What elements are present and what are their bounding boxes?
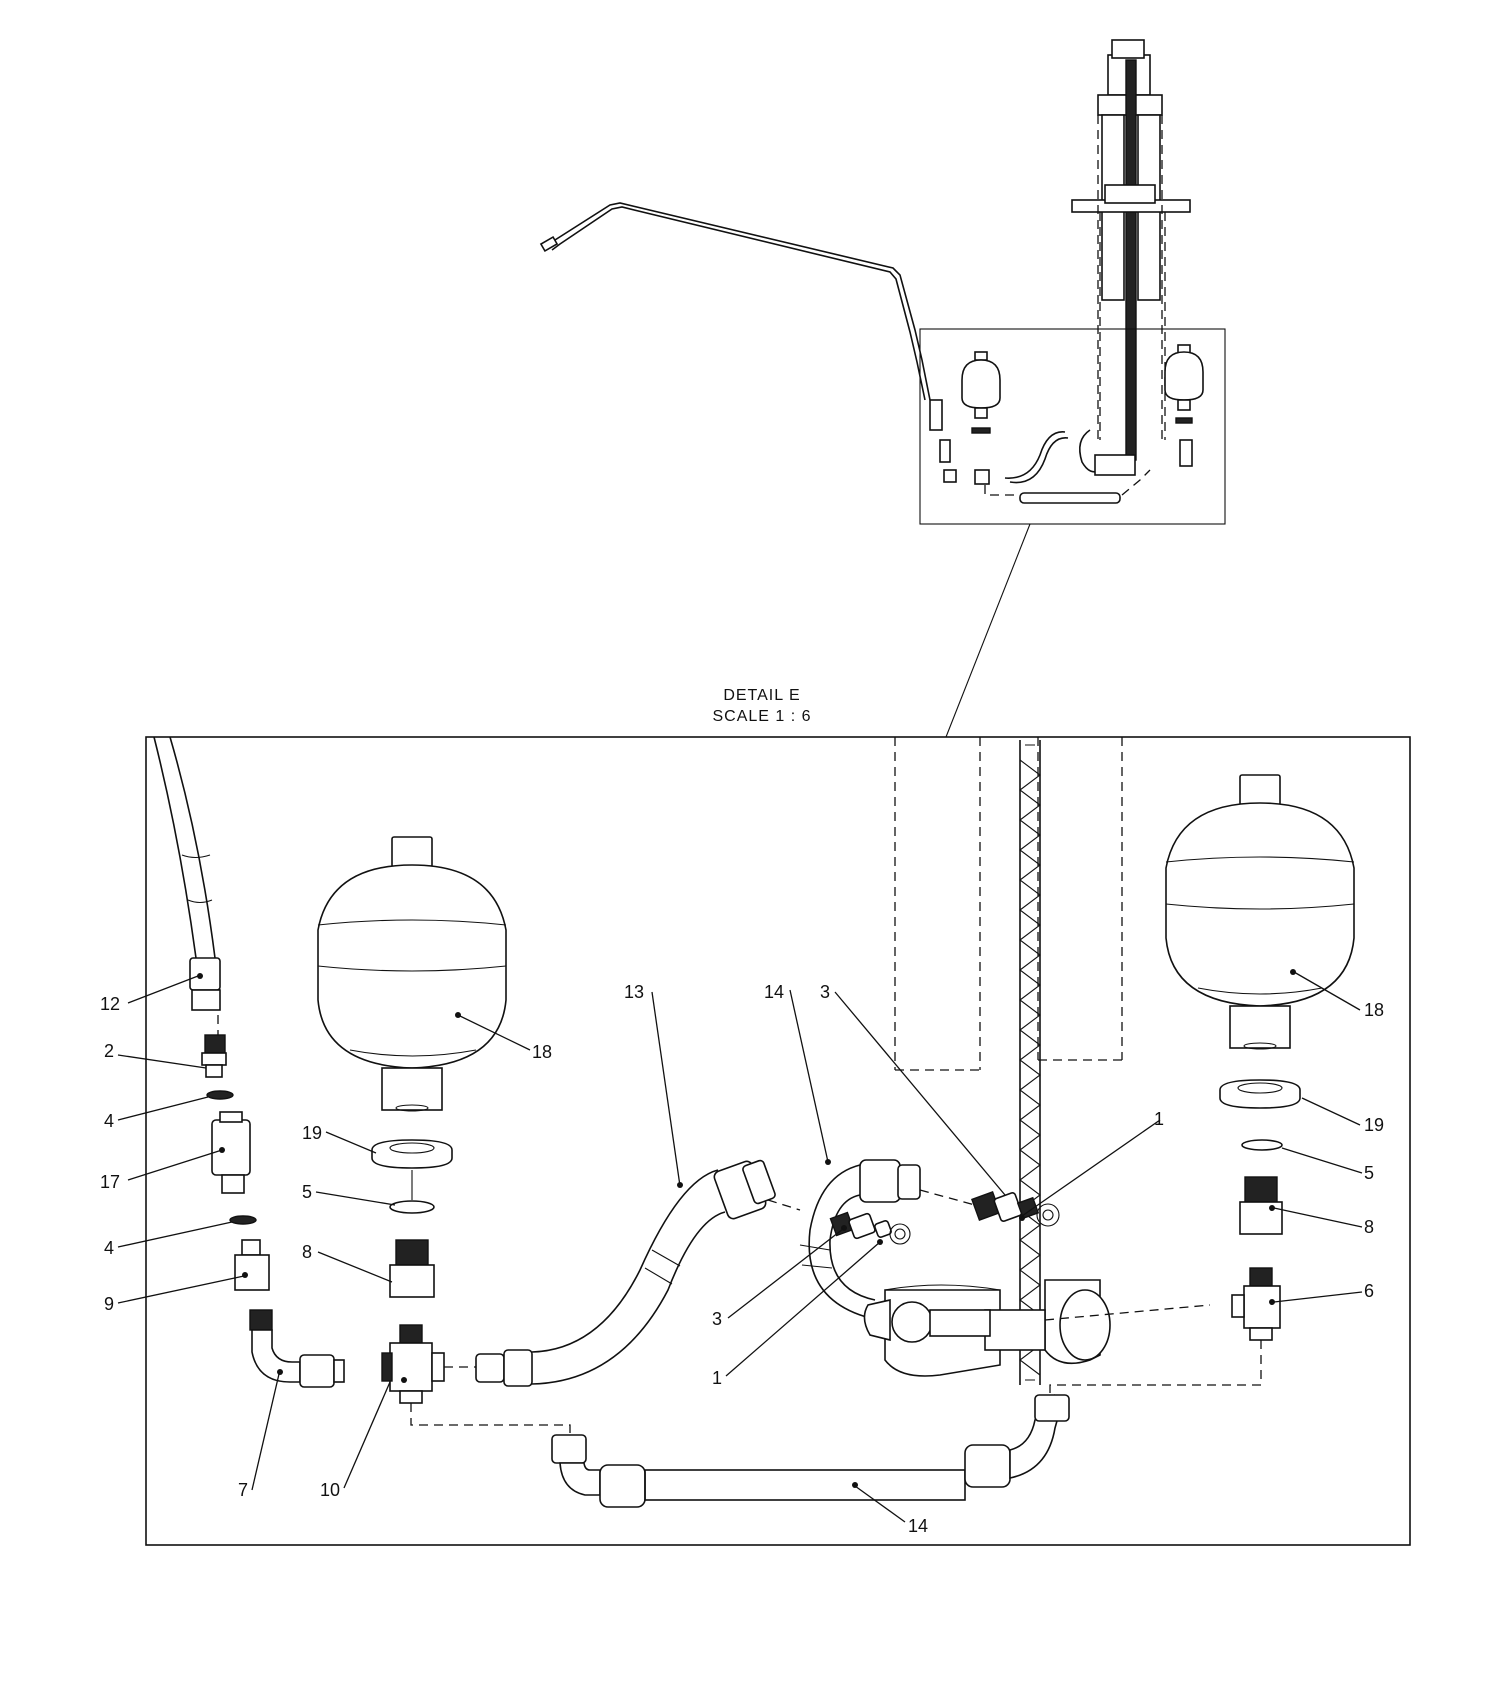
- hose-14-upper: [799, 1159, 1211, 1343]
- detail-title: DETAIL E: [723, 687, 800, 704]
- accumulator-right: [1165, 774, 1355, 1050]
- callout-8-right: 8: [1364, 1217, 1374, 1237]
- left-fitting-stack: [153, 736, 345, 1388]
- callout-18-right: 18: [1364, 1000, 1384, 1020]
- callout-6: 6: [1364, 1281, 1374, 1301]
- detail-content: [153, 736, 1355, 1508]
- callout-2: 2: [104, 1041, 114, 1061]
- callout-13: 13: [624, 982, 644, 1002]
- callout-4-lower: 4: [104, 1238, 114, 1258]
- callout-17: 17: [100, 1172, 120, 1192]
- callout-18-left: 18: [532, 1042, 552, 1062]
- detail-frame: [145, 736, 1411, 1546]
- hose-13: [475, 1159, 801, 1387]
- fittings-3-1-right: [971, 1191, 1060, 1227]
- callout-labels: 12 2 4 17 4 9 7 10 19 5 8 18 13 14 3 3 1…: [100, 982, 1384, 1536]
- accumulator-left: [317, 836, 507, 1112]
- callout-1-lower: 1: [712, 1368, 722, 1388]
- callout-4-upper: 4: [104, 1111, 114, 1131]
- overview-assembly: [539, 39, 1226, 738]
- column-hidden-lines: [894, 737, 1123, 1071]
- callout-12: 12: [100, 994, 120, 1014]
- callout-3-upper: 3: [820, 982, 830, 1002]
- fittings-3-1-left: [829, 1211, 911, 1245]
- overview-accumulator-right: [1164, 344, 1204, 424]
- hose-14-lower: [551, 1394, 1070, 1508]
- overview-accumulator-left: [961, 351, 1001, 434]
- callout-leaders: [117, 971, 1363, 1523]
- callout-19-left: 19: [302, 1123, 322, 1143]
- callout-14-lower: 14: [908, 1516, 928, 1536]
- callout-19-right: 19: [1364, 1115, 1384, 1135]
- overview-tube: [547, 202, 931, 401]
- overview-fittings: [929, 399, 1193, 504]
- chain: [1019, 740, 1041, 1385]
- right-accumulator-stack: [1049, 1079, 1301, 1396]
- callout-5-right: 5: [1364, 1163, 1374, 1183]
- callout-1-upper: 1: [1154, 1109, 1164, 1129]
- callout-7: 7: [238, 1480, 248, 1500]
- detail-reference-box: [919, 328, 1226, 525]
- callout-8-left: 8: [302, 1242, 312, 1262]
- detail-reference-leader: [945, 523, 1031, 738]
- callout-9: 9: [104, 1294, 114, 1314]
- callout-5-left: 5: [302, 1182, 312, 1202]
- callout-3-lower: 3: [712, 1309, 722, 1329]
- overview-mast: [1071, 39, 1191, 461]
- detail-scale: SCALE 1 : 6: [712, 708, 811, 725]
- left-accumulator-stack: [371, 1139, 571, 1445]
- callout-14-upper: 14: [764, 982, 784, 1002]
- callout-10: 10: [320, 1480, 340, 1500]
